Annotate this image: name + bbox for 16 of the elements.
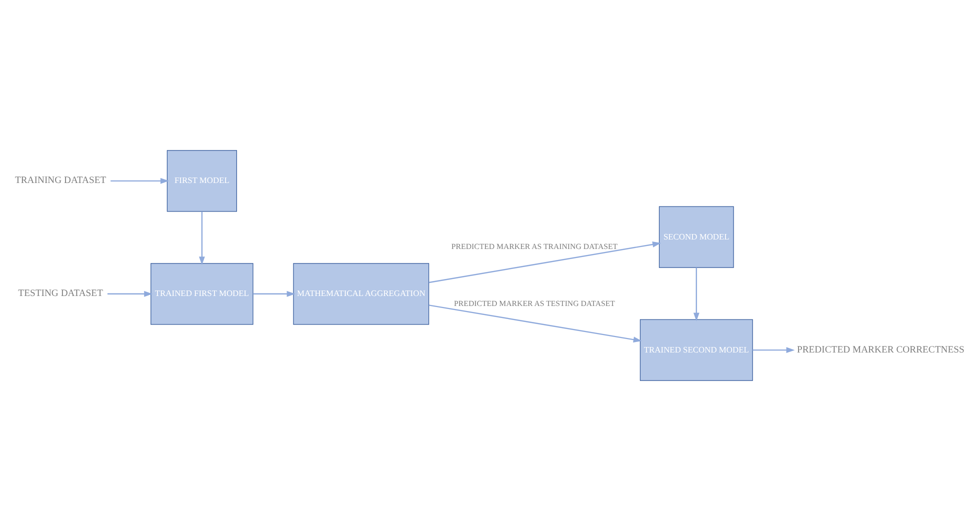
arrow — [428, 304, 642, 343]
node-text: PREDICTED MARKER CORRECTNESS — [796, 344, 964, 356]
arrow — [107, 290, 153, 297]
arrow — [198, 211, 205, 266]
node-text: TESTING DATASET — [18, 288, 103, 300]
node-box: TRAINED SECOND MODEL — [640, 319, 753, 381]
arrow — [752, 347, 795, 354]
node-box: SECOND MODEL — [658, 206, 734, 268]
arrow — [110, 178, 169, 184]
node-box: MATHEMATICAL AGGREGATION — [293, 263, 430, 325]
node-box: FIRST MODEL — [166, 150, 237, 212]
arrow — [693, 268, 700, 322]
arrow — [428, 242, 661, 284]
node-text: TRAINING DATASET — [14, 175, 106, 186]
node-box: TRAINED FIRST MODEL — [150, 263, 254, 325]
arrow — [253, 290, 296, 297]
